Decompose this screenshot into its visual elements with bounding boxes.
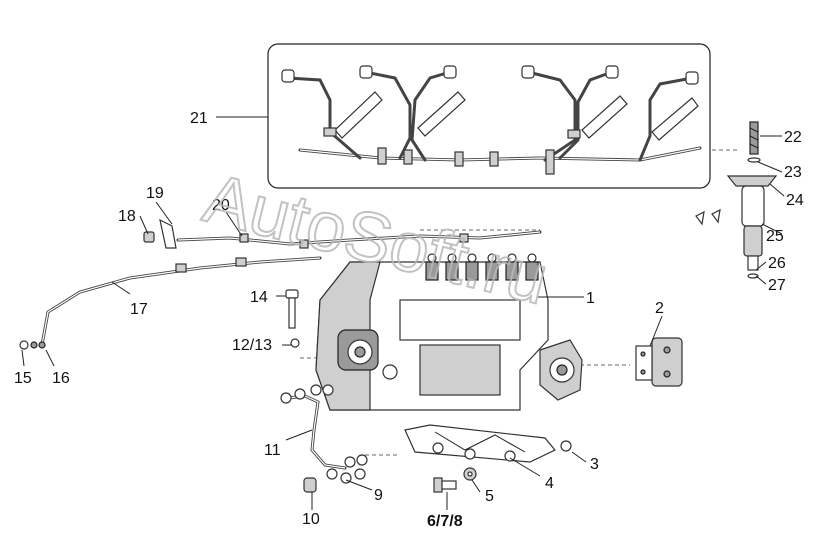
callout-5: 5 (485, 488, 494, 505)
oil-pipe (280, 384, 368, 493)
leak-off-line (176, 230, 542, 249)
support-bracket (404, 424, 556, 463)
washer-12-13 (290, 338, 300, 348)
injection-pump (315, 253, 583, 411)
callout-10: 10 (302, 511, 320, 528)
injector-assembly (695, 121, 778, 279)
callout-24: 24 (786, 192, 804, 209)
callout-9: 9 (374, 487, 383, 504)
callout-18: 18 (118, 208, 136, 225)
callout-20: 20 (212, 197, 230, 214)
callout-11: 11 (264, 442, 281, 459)
callout-1: 1 (586, 290, 595, 307)
bolt-14 (285, 289, 299, 329)
fuel-line (19, 218, 322, 350)
callout-12-13: 12/13 (232, 337, 272, 354)
callout-26: 26 (768, 255, 786, 272)
callout-23: 23 (784, 164, 802, 181)
washer-3 (560, 440, 572, 452)
delivery-valves (425, 253, 539, 281)
callout-17: 17 (130, 301, 148, 318)
callout-14: 14 (250, 289, 268, 306)
bolt-6-7-8 (433, 477, 457, 493)
injection-pipes-inset (267, 43, 711, 189)
callout-16: 16 (52, 370, 70, 387)
callout-15: 15 (14, 370, 32, 387)
callout-4: 4 (545, 475, 554, 492)
callout-21: 21 (190, 110, 208, 127)
callout-2: 2 (655, 300, 664, 317)
callout-22: 22 (784, 129, 802, 146)
leader-lines (21, 116, 785, 510)
callout-27: 27 (768, 277, 786, 294)
callout-labels: 1 2 3 4 5 6/7/8 9 10 11 12/13 14 15 16 1… (14, 110, 804, 530)
callout-6-7-8: 6/7/8 (427, 513, 463, 530)
nut-5 (463, 467, 477, 481)
callout-25: 25 (766, 228, 784, 245)
coupling (635, 337, 683, 387)
callout-3: 3 (590, 456, 599, 473)
callout-19: 19 (146, 185, 164, 202)
